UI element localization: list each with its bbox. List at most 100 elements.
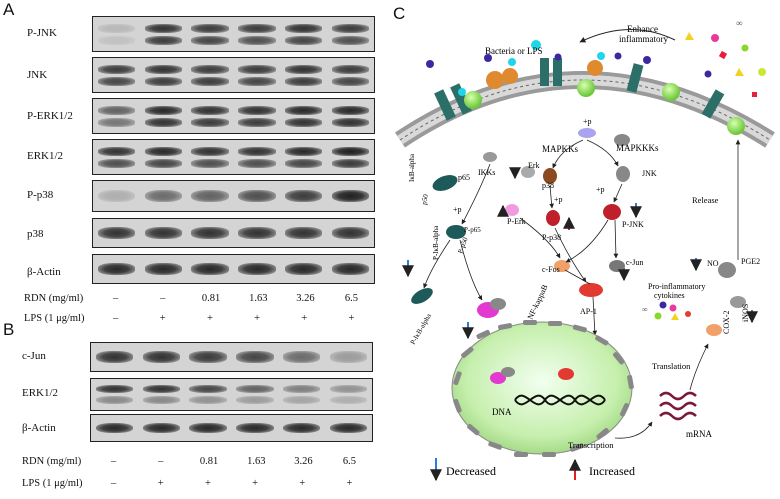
blot-band <box>331 227 370 239</box>
rdn-dose-value: 1.63 <box>247 456 266 467</box>
enhance-label: Enhance <box>627 24 658 34</box>
rdn-dose-value: 1.63 <box>249 293 268 304</box>
translation-label: Translation <box>652 361 691 371</box>
rdn-dose-value: 6.5 <box>344 293 358 304</box>
blot-band <box>285 159 323 168</box>
blot-label-p-erk: P-ERK1/2 <box>27 110 73 122</box>
bacteria-particles <box>426 40 651 68</box>
blot-band <box>236 385 274 394</box>
blot-band <box>97 263 136 275</box>
blot-band <box>238 105 276 115</box>
blot-band <box>283 351 321 363</box>
rdn-label-a: RDN (mg/ml) <box>24 293 84 304</box>
blot-band <box>329 385 368 394</box>
blot-band <box>238 227 276 239</box>
p50-label: p50 <box>420 193 430 205</box>
pge2-label: PGE2 <box>741 257 760 266</box>
blot-band <box>285 77 323 86</box>
blot-p38 <box>92 218 375 248</box>
p38-label: p38 <box>542 181 554 190</box>
blot-p-erk <box>92 98 375 134</box>
blot-band <box>285 146 323 156</box>
erk-label: Erk <box>528 161 540 170</box>
mapkks-label: MAPKKs <box>542 144 579 154</box>
blot-band <box>331 23 370 33</box>
blot-actin-b <box>90 414 373 442</box>
blot-band <box>97 118 136 127</box>
blot-band <box>191 227 229 239</box>
blot-band <box>283 385 321 394</box>
blot-band <box>97 23 136 33</box>
blot-band <box>238 23 276 33</box>
blot-band <box>238 36 276 45</box>
blot-band <box>191 64 229 74</box>
blot-band <box>191 105 229 115</box>
p-p38-label: P-p38 <box>542 233 561 242</box>
blot-erk-b <box>90 378 373 411</box>
blot-band <box>238 146 276 156</box>
c-jun-label: c-Jun <box>626 258 643 267</box>
pro-inflammatory-label: Pro-inflammatory <box>648 282 705 291</box>
blot-band <box>331 159 370 168</box>
lps-treatment-value: + <box>348 313 355 324</box>
dna-label: DNA <box>492 407 512 417</box>
rdn-dose-value: 3.26 <box>294 456 313 467</box>
lps-treatment-value: + <box>301 313 308 324</box>
blot-band <box>95 351 134 363</box>
p-jnk-label: P-JNK <box>622 220 644 229</box>
rdn-dose-value: – <box>160 293 166 304</box>
blot-band <box>97 146 136 156</box>
blot-band <box>144 23 182 33</box>
ikb-alpha-label: IκB-alpha <box>408 153 416 182</box>
mapkkks-label: MAPKKKs <box>616 143 659 153</box>
blot-band <box>331 263 370 275</box>
signaling-pathway-diagram: ∞ Bacteria or LPS Enhance inflammatory +… <box>395 18 775 482</box>
lps-treatment-value: + <box>157 478 164 489</box>
blot-band <box>285 189 323 203</box>
rdn-dose-value: 6.5 <box>342 456 356 467</box>
blot-p-jnk <box>92 16 375 52</box>
blot-label-c-jun: c-Jun <box>22 350 46 362</box>
panel-label-a: A <box>3 0 15 19</box>
blot-band <box>189 351 227 363</box>
blot-band <box>191 189 229 203</box>
rdn-dose-value: – <box>112 293 119 304</box>
cytokines-label: cytokines <box>654 291 685 300</box>
lps-treatment-value: + <box>254 313 261 324</box>
blot-band <box>191 263 229 275</box>
blot-band <box>97 77 136 86</box>
blot-band <box>285 36 323 45</box>
blot-jnk <box>92 57 375 93</box>
ap1-label: AP-1 <box>580 307 597 316</box>
blot-band <box>142 422 180 434</box>
blot-band <box>331 105 370 115</box>
blot-erk <box>92 139 375 175</box>
mrna-label: mRNA <box>686 429 713 439</box>
blot-band <box>97 189 136 203</box>
blot-band <box>191 146 229 156</box>
blot-band <box>97 36 136 45</box>
blot-band <box>142 385 180 394</box>
blot-band <box>236 422 274 434</box>
svg-text:∞: ∞ <box>736 18 742 28</box>
membrane-receptors <box>434 52 745 135</box>
transcription-label: Transcription <box>568 440 614 450</box>
rdn-dose-value: – <box>110 456 117 467</box>
blot-label-actin: β-Actin <box>27 266 61 278</box>
blot-band <box>331 189 370 203</box>
blot-band <box>95 396 134 405</box>
blot-band <box>238 263 276 275</box>
plus-p-label-4: +p <box>453 205 462 214</box>
blot-label-p-p38: P-p38 <box>27 189 54 201</box>
blot-band <box>285 263 323 275</box>
blot-band <box>285 23 323 33</box>
jnk-label: JNK <box>642 169 657 178</box>
lps-treatment-value: – <box>110 478 117 489</box>
blot-band <box>144 64 182 74</box>
cytokine-particles: ∞ <box>642 301 691 320</box>
blot-c-jun <box>90 342 373 372</box>
blot-band <box>144 105 182 115</box>
rdn-label-b: RDN (mg/ml) <box>22 456 82 467</box>
c-fos-label: c-Fos <box>542 265 560 274</box>
blot-band <box>144 263 182 275</box>
